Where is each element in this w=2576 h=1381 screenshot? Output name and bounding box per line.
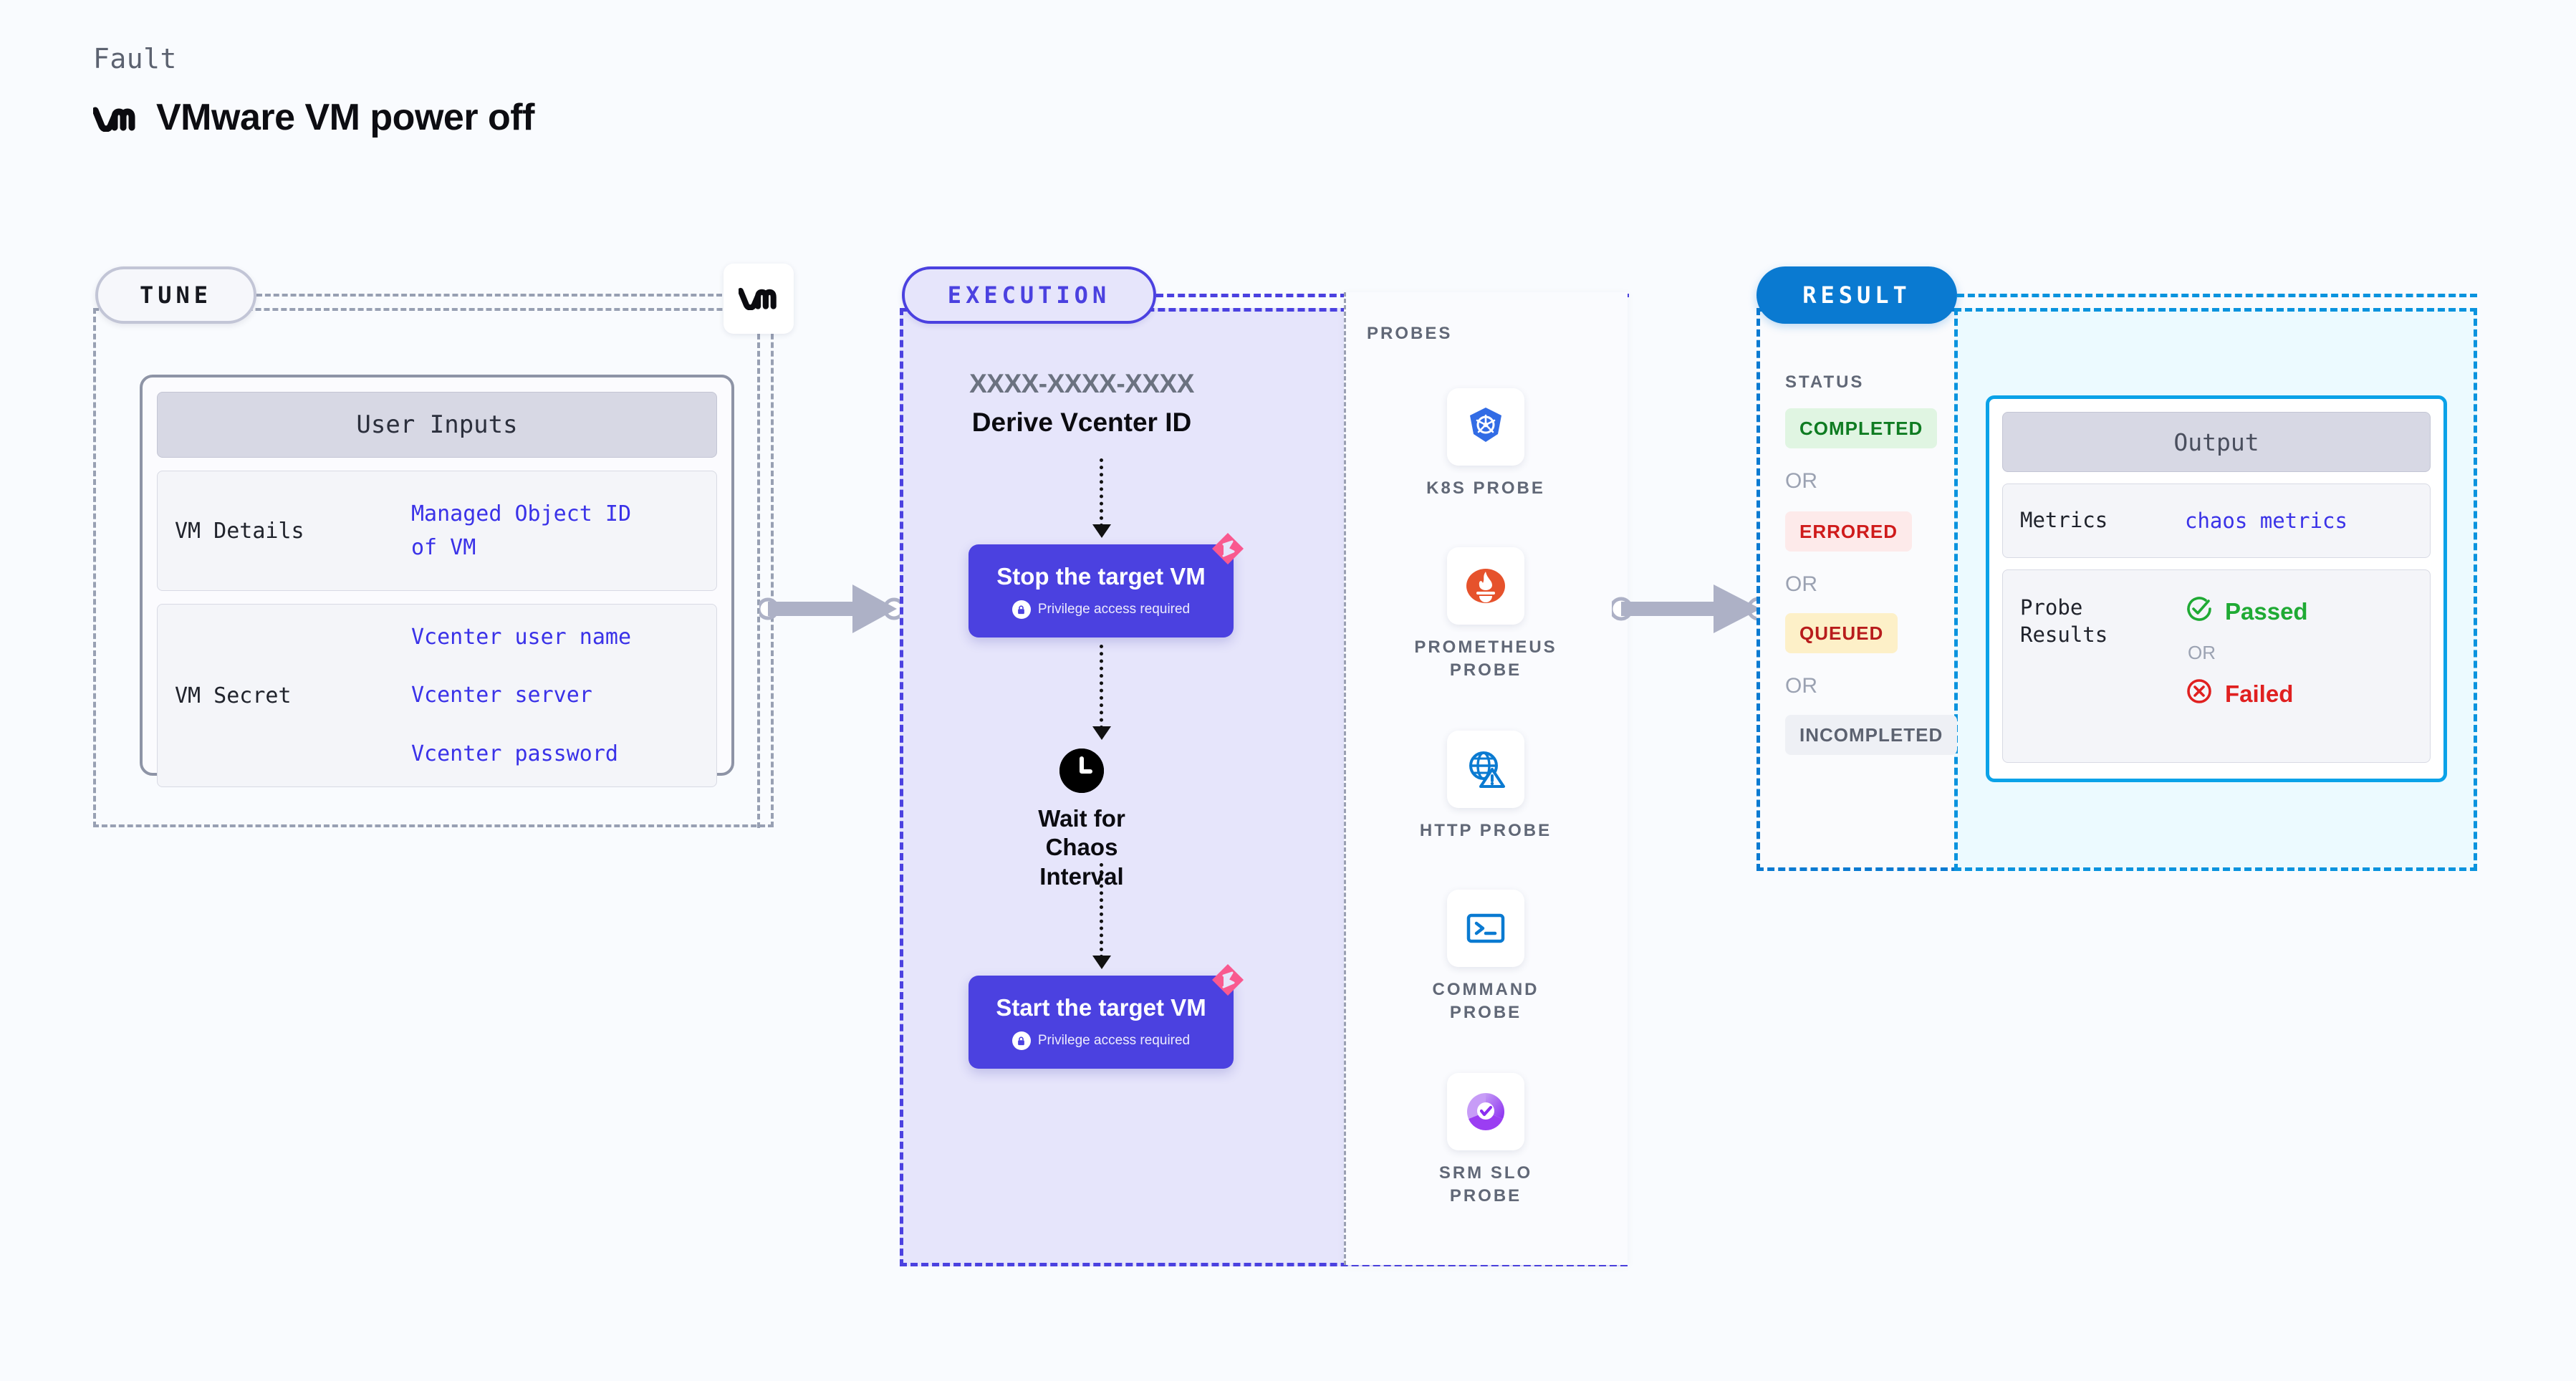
flow-connector-line [1100, 645, 1103, 729]
probe-label: COMMAND PROBE [1432, 980, 1539, 1023]
flow-connector-arrowhead [1092, 524, 1111, 538]
lock-icon [1011, 600, 1031, 619]
derive-vcenter-id-title: Derive Vcenter ID [971, 408, 1192, 437]
user-inputs-header: User Inputs [157, 392, 717, 458]
probe-item-command[interactable]: COMMAND PROBE [1344, 890, 1628, 1025]
right-arrow-icon [1609, 579, 1771, 643]
row-key: Probe Results [2020, 595, 2108, 647]
chaos-fault-icon [1209, 961, 1246, 999]
page-kicker: Fault [93, 43, 177, 74]
tune-right-dashed-connector [757, 334, 760, 828]
probe-label: PROMETHEUS PROBE [1414, 637, 1557, 680]
result-pill-label[interactable]: RESULT [1756, 266, 1957, 324]
probe-result-failed-label: Failed [2225, 680, 2294, 707]
probe-item-prometheus[interactable]: PROMETHEUS PROBE [1344, 547, 1628, 683]
prometheus-icon [1447, 547, 1524, 625]
tune-panel [93, 308, 774, 827]
user-input-row-vm-secret: VM Secret Vcenter user name Vcenter serv… [157, 604, 717, 787]
tune-vmware-badge [724, 264, 794, 334]
step-subtitle-row: Privilege access required [1011, 1031, 1191, 1050]
vmware-logo-icon [737, 284, 779, 314]
page-title: VMware VM power off [156, 97, 534, 138]
row-value: of VM [411, 535, 476, 560]
http-globe-warning-icon [1447, 731, 1524, 808]
probe-result-or-label: OR [2188, 642, 2216, 663]
probe-item-http[interactable]: HTTP PROBE [1344, 731, 1628, 842]
probes-section-label: PROBES [1367, 324, 1453, 343]
wait-step-label: Wait for Chaos Interval [1038, 805, 1125, 890]
row-value: Vcenter user name [411, 624, 632, 650]
row-value: Vcenter server [411, 683, 592, 708]
probe-label: HTTP PROBE [1419, 821, 1552, 840]
step-subtitle: Privilege access required [1037, 602, 1191, 617]
probe-label: K8S PROBE [1426, 478, 1545, 498]
probe-result-passed-label: Passed [2225, 598, 2308, 625]
x-circle-icon [2185, 677, 2214, 711]
row-values: Managed Object ID of VM [411, 499, 631, 564]
page-header: Fault VMware VM power off [93, 43, 534, 139]
tune-top-dashed-connector [256, 294, 722, 297]
status-badge-queued: QUEUED [1785, 613, 1898, 653]
output-card: Output Metrics chaos metrics Probe Resul… [1986, 395, 2447, 782]
probe-label: SRM SLO PROBE [1438, 1163, 1533, 1206]
step-subtitle-row: Privilege access required [1011, 600, 1191, 619]
derive-vcenter-id-block: XXXX-XXXX-XXXX Derive Vcenter ID [924, 369, 1239, 438]
status-or-label: OR [1785, 572, 1817, 596]
row-value: Vcenter password [411, 741, 618, 766]
user-inputs-card: User Inputs VM Details Managed Object ID… [140, 375, 734, 787]
terminal-icon [1447, 890, 1524, 967]
derive-vcenter-id-value: XXXX-XXXX-XXXX [969, 369, 1194, 398]
status-or-label: OR [1785, 469, 1817, 493]
tune-pill-label[interactable]: TUNE [95, 266, 256, 324]
flow-connector-line [1100, 863, 1103, 958]
lock-icon [1011, 1031, 1031, 1050]
status-badge-completed: COMPLETED [1785, 408, 1938, 448]
status-section-label: STATUS [1785, 372, 1865, 392]
output-row-probe-results: Probe Results Passed OR [2002, 569, 2431, 763]
result-top-dashed-connector [1957, 294, 2477, 297]
page-title-row: VMware VM power off [93, 96, 534, 139]
execution-pill-label[interactable]: EXECUTION [902, 266, 1156, 324]
vmware-logo-icon [93, 103, 138, 132]
srm-slo-donut-icon [1447, 1073, 1524, 1150]
clock-icon [1059, 749, 1104, 793]
step-title: Start the target VM [996, 994, 1206, 1021]
row-key: VM Secret [175, 683, 292, 708]
chaos-fault-icon [1209, 530, 1246, 567]
probe-item-srm-slo[interactable]: SRM SLO PROBE [1344, 1073, 1628, 1208]
row-values: Vcenter user name Vcenter server Vcenter… [411, 622, 631, 770]
output-header: Output [2002, 412, 2431, 472]
flow-connector-arrowhead [1092, 956, 1111, 969]
execution-step-start-vm[interactable]: Start the target VM Privilege access req… [969, 964, 1244, 1069]
flow-connector-arrowhead [1092, 726, 1111, 740]
execution-step-stop-vm[interactable]: Stop the target VM Privilege access requ… [969, 533, 1244, 637]
row-value: chaos metrics [2185, 508, 2347, 533]
row-value: Managed Object ID [411, 501, 632, 526]
execution-step-wait-interval: Wait for Chaos Interval [1003, 749, 1160, 891]
row-key: VM Details [175, 518, 304, 544]
probe-result-failed: Failed [2185, 677, 2308, 711]
row-key: Metrics [2020, 508, 2108, 533]
status-badge-incompleted: INCOMPLETED [1785, 715, 1958, 755]
probe-result-values: Passed OR Failed [2185, 595, 2308, 711]
user-input-row-vm-details: VM Details Managed Object ID of VM [157, 471, 717, 591]
kubernetes-icon [1447, 388, 1524, 466]
right-arrow-icon [756, 579, 905, 643]
probe-item-k8s[interactable]: K8S PROBE [1344, 388, 1628, 500]
flow-connector-line [1100, 458, 1103, 527]
probe-result-passed: Passed [2185, 595, 2308, 629]
check-circle-icon [2185, 595, 2214, 629]
output-row-metrics: Metrics chaos metrics [2002, 483, 2431, 558]
status-badge-errored: ERRORED [1785, 511, 1913, 552]
step-title: Stop the target VM [996, 563, 1206, 590]
status-or-label: OR [1785, 674, 1817, 698]
step-subtitle: Privilege access required [1037, 1033, 1191, 1048]
